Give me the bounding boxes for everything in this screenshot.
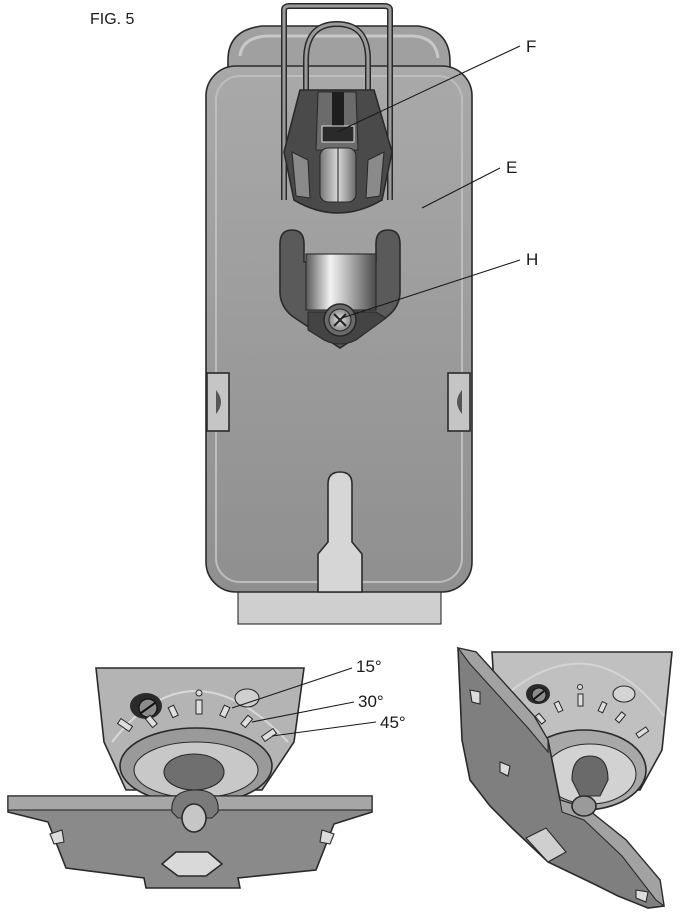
leader-E (421, 167, 501, 209)
label-45-deg: 45° (380, 713, 406, 732)
bottom-blade-slot (317, 471, 363, 593)
clip-wire-outer-hl (282, 4, 392, 200)
label-15-deg: 15° (356, 657, 382, 676)
blade-clamp-F (321, 125, 355, 143)
cap-highlight (238, 34, 440, 59)
label-30-deg: 30° (358, 692, 384, 711)
rtick-0-dot (577, 684, 583, 690)
figure-title: FIG. 5 (90, 11, 135, 28)
leader-F (336, 45, 521, 133)
bottom-right-view (456, 646, 673, 909)
rtick-r30 (614, 711, 627, 724)
label-E: E (506, 158, 517, 177)
tick-r45 (260, 727, 278, 743)
tilted-center-cutout (525, 827, 567, 863)
ring-hub (163, 753, 225, 791)
tilted-plate-edge (456, 647, 549, 754)
base-center-cutout (160, 851, 224, 877)
label-F: F (526, 37, 536, 56)
tilted-plate-lower-edge (559, 799, 665, 908)
left-guide-arm (291, 151, 311, 199)
right-oval-slot (234, 688, 260, 708)
bottom-left-view (7, 667, 373, 889)
rtick-r45 (635, 726, 650, 739)
ring-right-hub (571, 755, 609, 797)
tick-0 (195, 699, 203, 715)
angle-ticks-left (116, 689, 278, 743)
right-adjusting-knob (571, 795, 597, 817)
top-view-assembly (205, 3, 473, 625)
right-view-oval-slot (612, 685, 636, 703)
tick-l30 (144, 714, 158, 729)
locking-screw-right-slot (533, 690, 545, 700)
screw-cross-slot (333, 313, 347, 327)
leader-15 (231, 667, 353, 709)
tick-l45 (116, 717, 134, 733)
left-notch-detail (216, 390, 221, 414)
label-H: H (526, 250, 538, 269)
rtick-l15 (553, 700, 564, 714)
base-right-hole (319, 829, 335, 845)
rtick-0 (577, 693, 584, 707)
clip-wire-inner-hl (304, 22, 370, 200)
right-notch-detail (457, 390, 462, 414)
tick-r30 (240, 714, 254, 729)
scale-arc-right (499, 662, 665, 717)
rtick-l30 (534, 712, 547, 725)
leader-45 (271, 721, 377, 737)
tick-r15 (219, 704, 231, 719)
tick-l15 (167, 704, 179, 719)
adjusting-knob (181, 803, 207, 833)
tilted-hole-bottom (635, 889, 649, 903)
guide-cylinder (305, 253, 377, 311)
right-guide-arm (365, 151, 385, 199)
tick-0-dot (195, 689, 203, 697)
tilted-hole-left (499, 761, 511, 777)
angle-ticks-right (534, 684, 650, 739)
base-left-hole (49, 829, 65, 845)
leader-H (341, 259, 521, 319)
blade-slot (332, 92, 344, 132)
leader-30 (251, 701, 355, 723)
locking-screw-slot (140, 702, 156, 714)
rtick-r15 (597, 700, 608, 714)
tilted-hole-top (469, 689, 481, 705)
base-plate-left (7, 795, 373, 889)
